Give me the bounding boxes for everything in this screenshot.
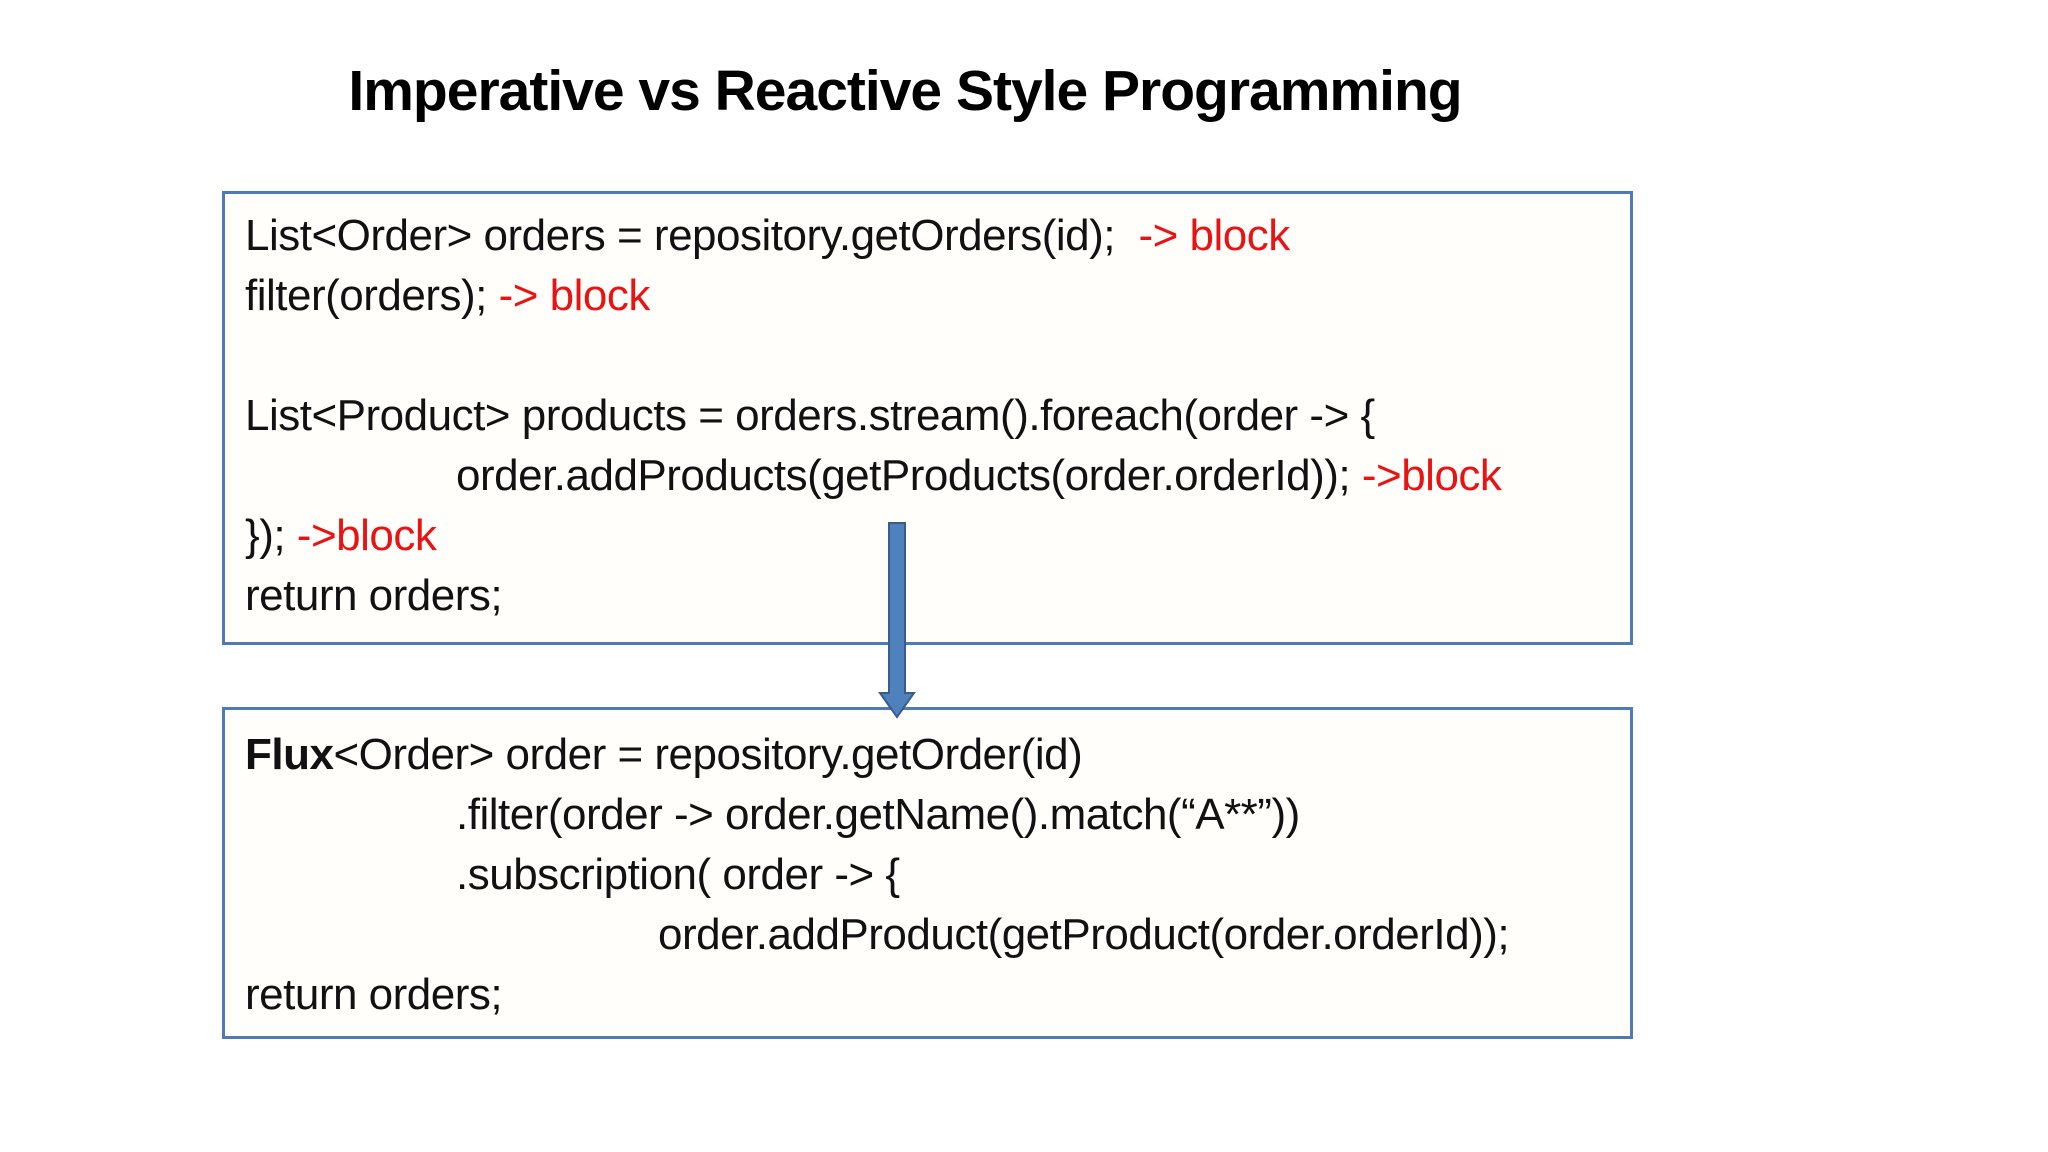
page-title: Imperative vs Reactive Style Programming — [348, 59, 1462, 123]
code-text: .filter(order -> order.getName().match(“… — [456, 790, 1300, 839]
code-line: List<Order> orders = repository.getOrder… — [245, 206, 1612, 266]
code-line: order.addProducts(getProducts(order.orde… — [245, 446, 1612, 506]
code-line — [245, 326, 1612, 386]
reactive-code-box: Flux<Order> order = repository.getOrder(… — [222, 707, 1633, 1039]
code-text: Flux — [245, 730, 334, 779]
code-text: return orders; — [245, 571, 503, 620]
blocking-annotation: ->block — [296, 511, 437, 560]
blocking-annotation: -> block — [498, 271, 651, 320]
code-line: List<Product> products = orders.stream()… — [245, 386, 1612, 446]
code-line: filter(orders); -> block — [245, 266, 1612, 326]
code-text: List<Order> orders = repository.getOrder… — [245, 211, 1139, 260]
blocking-annotation: -> block — [1138, 211, 1290, 260]
code-text: List<Product> products = orders.stream()… — [245, 391, 1375, 440]
code-text: .subscription( order -> { — [456, 850, 900, 899]
code-line: }); ->block — [245, 506, 1612, 566]
code-line: return orders; — [245, 965, 1612, 1025]
code-line: .subscription( order -> { — [245, 845, 1612, 905]
code-line: Flux<Order> order = repository.getOrder(… — [245, 725, 1612, 785]
code-text: }); — [245, 511, 297, 560]
code-line: order.addProduct(getProduct(order.orderI… — [245, 905, 1612, 965]
down-arrow-icon — [878, 522, 916, 719]
imperative-code-box: List<Order> orders = repository.getOrder… — [222, 191, 1633, 645]
code-text: filter(orders); — [245, 271, 499, 320]
down-arrow-shape — [878, 522, 916, 719]
code-line: return orders; — [245, 566, 1612, 626]
code-text: return orders; — [245, 970, 503, 1019]
code-text: order.addProducts(getProducts(order.orde… — [456, 451, 1362, 500]
blocking-annotation: ->block — [1361, 451, 1502, 500]
code-line: .filter(order -> order.getName().match(“… — [245, 785, 1612, 845]
code-text: order.addProduct(getProduct(order.orderI… — [658, 910, 1510, 959]
code-text: <Order> order = repository.getOrder(id) — [333, 730, 1083, 779]
